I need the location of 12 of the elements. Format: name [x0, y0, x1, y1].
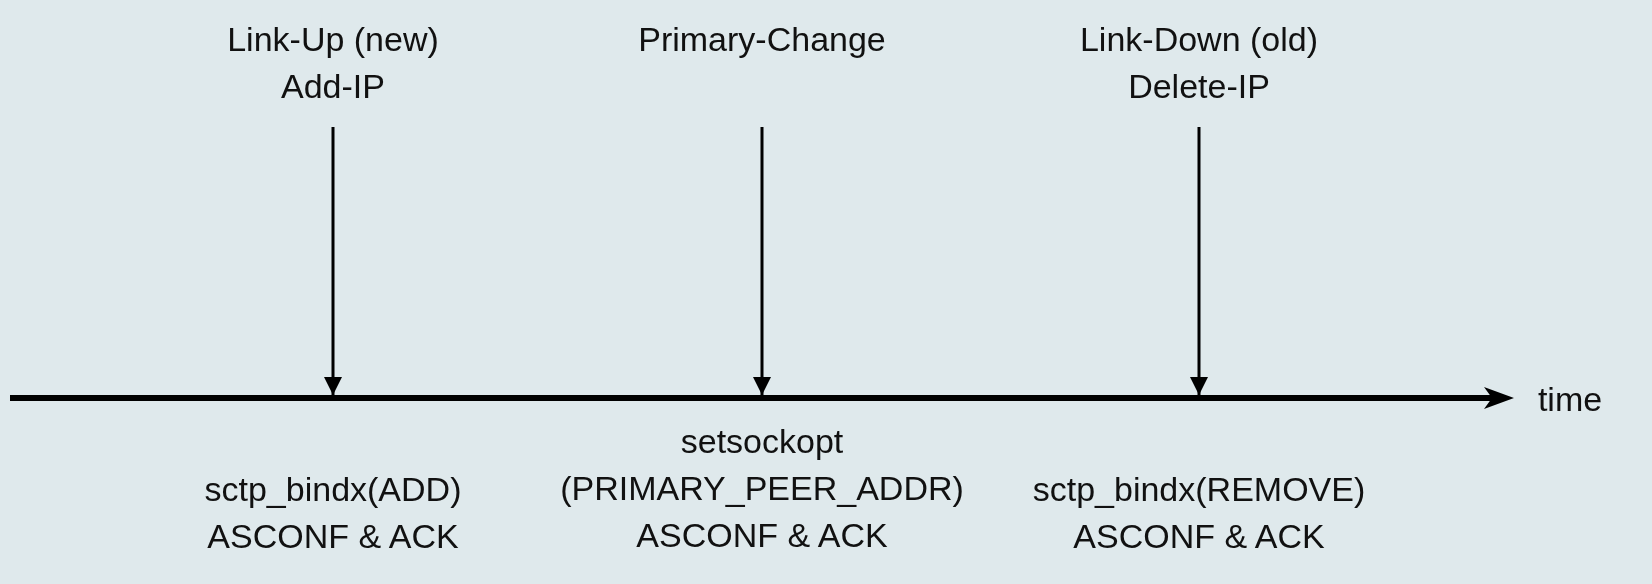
arrow	[324, 127, 342, 395]
action-label: Add-IP	[281, 66, 385, 107]
arrow	[753, 127, 771, 395]
event-label: Link-Up (new)	[227, 19, 439, 60]
api-call-label: setsockopt (PRIMARY_PEER_ADDR) ASCONF & ACK	[559, 421, 965, 556]
event-label: Link-Down (old)	[1079, 19, 1319, 60]
arrow	[1190, 127, 1208, 395]
event-label: Primary-Change	[638, 19, 886, 60]
api-call-label: sctp_bindx(REMOVE) ASCONF & ACK	[1031, 469, 1367, 557]
api-call-label: sctp_bindx(ADD) ASCONF & ACK	[203, 469, 463, 557]
action-label: Delete-IP	[1128, 66, 1270, 107]
axis-label: time	[1536, 379, 1604, 420]
